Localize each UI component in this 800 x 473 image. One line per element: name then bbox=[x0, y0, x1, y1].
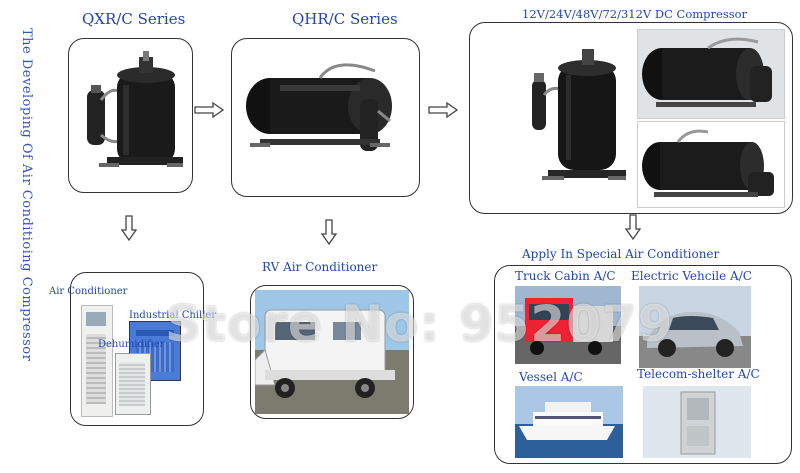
vessel-ac-label: Vessel A/C bbox=[519, 370, 583, 384]
outline-arrow-down-icon bbox=[121, 215, 137, 241]
outline-arrow-right-icon bbox=[194, 102, 224, 118]
qxr-compressor-panel bbox=[68, 38, 193, 193]
rv-ac-title: RV Air Conditioner bbox=[262, 260, 378, 274]
special-applications-panel: Truck Cabin A/C Electric Vehcile A/C Ves… bbox=[494, 265, 792, 464]
qxr-compressor-image bbox=[87, 51, 183, 167]
telecom-shelter-image bbox=[643, 386, 751, 458]
rv-panel bbox=[250, 285, 414, 419]
dc-horizontal-compressor-photo-top bbox=[637, 29, 785, 119]
ev-ac-label: Electric Vehcile A/C bbox=[631, 269, 752, 283]
qxr-applications-panel: Air Conditioner Industrial Chiller Dehum… bbox=[49, 272, 216, 426]
telecom-ac-label: Telecom-shelter A/C bbox=[637, 367, 760, 381]
dc-compressor-title: 12V/24V/48V/72/312V DC Compressor bbox=[522, 7, 748, 21]
air-conditioner-image bbox=[81, 305, 113, 417]
vessel-image bbox=[515, 386, 623, 458]
industrial-chiller-label: Industrial Chiller bbox=[129, 310, 217, 321]
special-ac-header: Apply In Special Air Conditioner bbox=[522, 247, 720, 261]
qhr-compressor-image bbox=[246, 63, 392, 151]
qxr-series-title: QXR/C Series bbox=[82, 10, 186, 28]
outline-arrow-down-icon bbox=[625, 214, 641, 240]
dehumidifier-label: Dehumidifier bbox=[98, 339, 165, 350]
truck-ac-label: Truck Cabin A/C bbox=[515, 269, 616, 283]
air-conditioner-label: Air Conditioner bbox=[49, 286, 128, 297]
outline-arrow-right-icon bbox=[428, 102, 458, 118]
rv-image bbox=[255, 290, 409, 414]
side-title: The Developing Of Air Conditioing Compre… bbox=[19, 28, 34, 362]
dehumidifier-image bbox=[115, 353, 151, 415]
electric-vehicle-image bbox=[639, 286, 751, 368]
dc-horizontal-compressor-photo-bottom bbox=[637, 121, 785, 208]
truck-image bbox=[515, 286, 621, 364]
dc-vertical-compressor-image bbox=[532, 49, 626, 180]
dc-compressor-panel bbox=[469, 22, 793, 214]
qhr-series-title: QHR/C Series bbox=[292, 10, 398, 28]
qhr-compressor-panel bbox=[231, 38, 420, 197]
outline-arrow-down-icon bbox=[321, 219, 337, 245]
